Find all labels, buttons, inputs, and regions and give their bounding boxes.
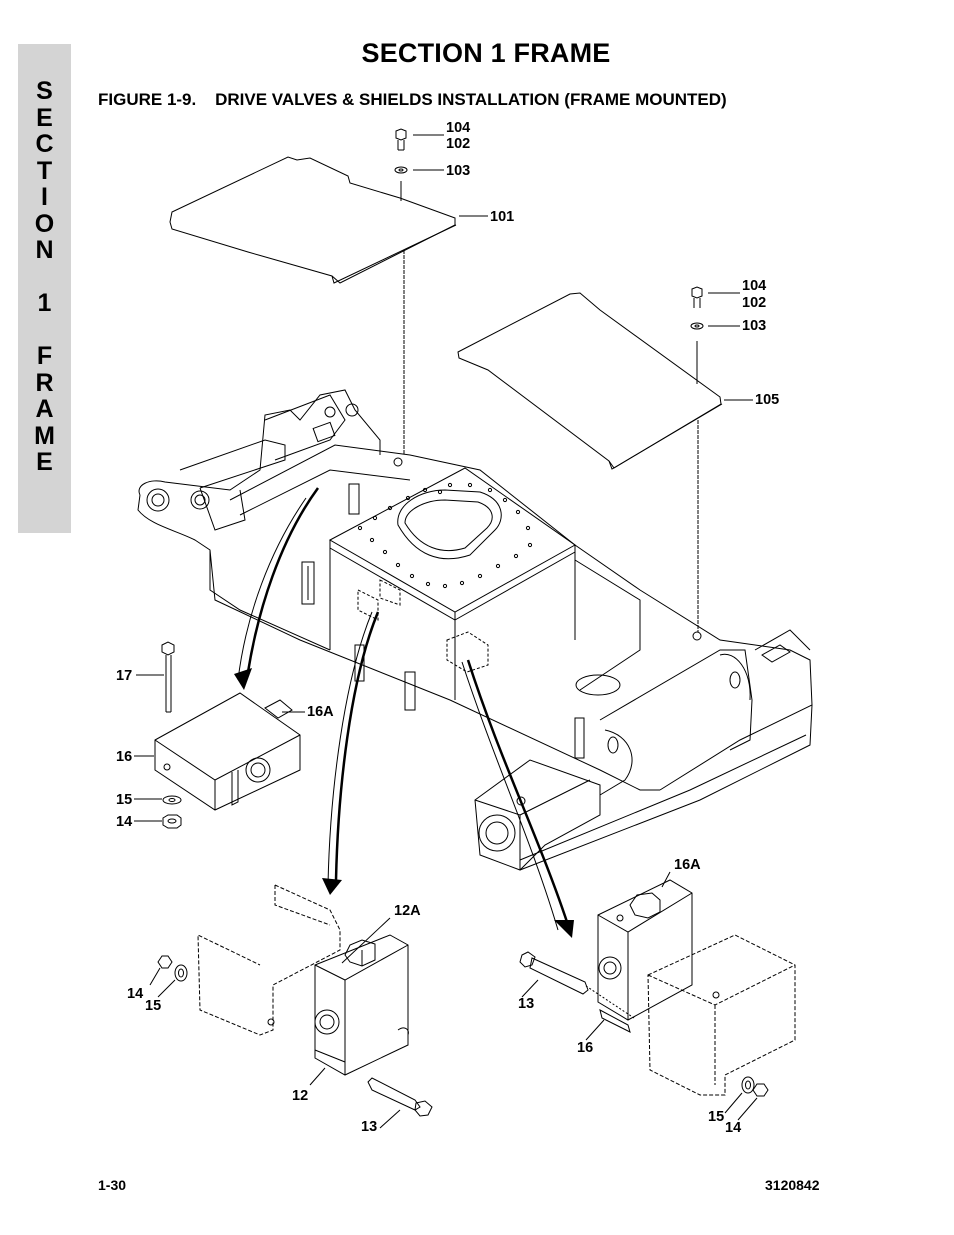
side-letter: E	[36, 448, 53, 476]
page-number: 1-30	[98, 1177, 127, 1193]
arrow-heads	[234, 668, 574, 938]
callout-14: 14	[725, 1120, 741, 1136]
side-tab-letters: S E C T I O N 1 F R A M E	[18, 78, 71, 476]
callout-16a: 16A	[674, 857, 701, 873]
callout-102: 102	[742, 295, 766, 311]
side-letter: 1	[37, 289, 52, 317]
callout-104: 104	[446, 120, 470, 136]
side-letter: R	[35, 368, 54, 397]
callout-16a: 16A	[307, 704, 334, 720]
callout-15: 15	[116, 792, 132, 808]
callout-16: 16	[116, 749, 132, 765]
callout-15: 15	[708, 1109, 724, 1125]
callout-17: 17	[116, 668, 132, 684]
callout-12a: 12A	[394, 903, 421, 919]
side-letter: M	[34, 421, 55, 450]
document-number: 3120842	[765, 1177, 820, 1193]
side-letter: T	[36, 156, 53, 185]
frame-drawing	[137, 389, 813, 871]
shield-105-drawing	[457, 292, 723, 470]
installation-arrows	[237, 487, 570, 931]
callout-labels: 104 102 103 101 104 102 103 105 17 16A 1…	[116, 120, 779, 1136]
page-title: SECTION 1 FRAME	[361, 38, 611, 68]
callout-105: 105	[755, 392, 779, 408]
callout-13: 13	[361, 1119, 377, 1135]
side-letter: S	[36, 77, 53, 105]
valve-16-drawing	[134, 641, 305, 829]
callout-101: 101	[490, 209, 514, 225]
callout-13: 13	[518, 996, 534, 1012]
valve-12-drawing	[149, 884, 433, 1129]
callout-103: 103	[742, 318, 766, 334]
side-letter: O	[34, 209, 55, 238]
callout-103: 103	[446, 163, 470, 179]
callout-102: 102	[446, 136, 470, 152]
side-letter: A	[35, 395, 54, 423]
callout-16: 16	[577, 1040, 593, 1056]
section-side-tab: S E C T I O N 1 F R A M E	[18, 44, 71, 533]
callout-14: 14	[116, 814, 132, 830]
callout-12: 12	[292, 1088, 308, 1104]
callout-15: 15	[145, 998, 161, 1014]
side-letter: F	[36, 342, 53, 370]
bearing-bolt-holes	[357, 482, 533, 589]
figure-title: FIGURE 1-9. DRIVE VALVES & SHIELDS INSTA…	[98, 90, 727, 109]
valve-16-right-drawing	[519, 871, 796, 1121]
side-letter: N	[35, 236, 54, 264]
side-letter: E	[36, 103, 53, 132]
side-letter: C	[35, 130, 54, 158]
side-letter: I	[41, 183, 48, 211]
bolt-104-top	[394, 128, 488, 455]
shield-101-drawing	[169, 156, 457, 284]
callout-14: 14	[127, 986, 143, 1002]
callout-104: 104	[742, 278, 766, 294]
bolt-104-right	[690, 286, 753, 632]
